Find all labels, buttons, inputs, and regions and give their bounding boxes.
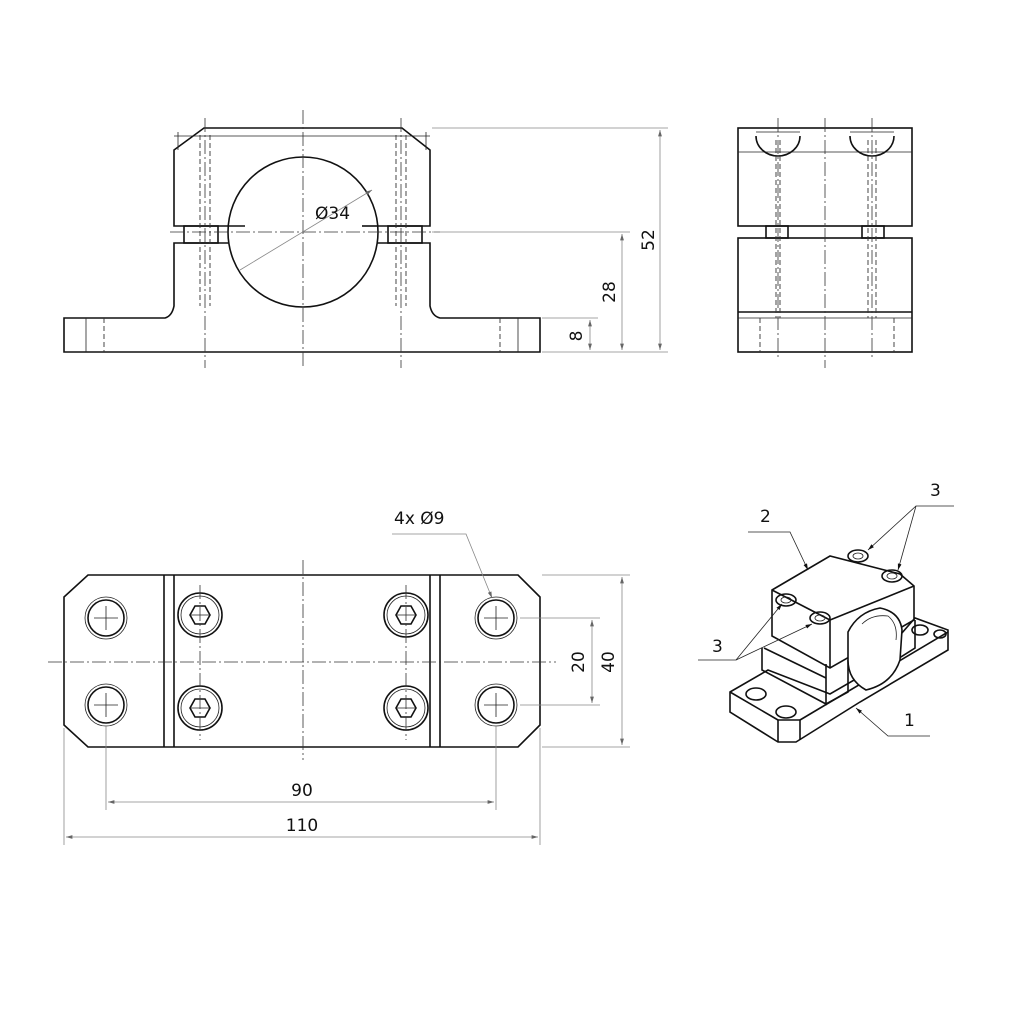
part-label-screw-upper: 3 <box>930 481 941 501</box>
base-length-label: 110 <box>286 816 318 836</box>
bore-diameter-label: Ø34 <box>315 204 350 224</box>
top-dimensions <box>63 533 630 845</box>
base-holes <box>84 596 518 727</box>
part-label-base: 1 <box>904 711 915 731</box>
base-width-label: 40 <box>599 651 619 673</box>
top-view <box>48 560 556 760</box>
part-label-cap: 2 <box>760 507 771 527</box>
front-dimensions <box>432 127 668 353</box>
overall-height-label: 52 <box>639 229 659 251</box>
isometric-view <box>729 549 949 743</box>
hole-row-spacing-label: 20 <box>569 651 589 673</box>
part-leaders <box>698 505 954 737</box>
hole-column-spacing-label: 90 <box>291 781 313 801</box>
hole-spec-label: 4x Ø9 <box>394 509 444 529</box>
part-label-screw-lower: 3 <box>712 637 723 657</box>
center-height-label: 28 <box>600 281 620 303</box>
front-view <box>63 110 541 368</box>
side-view <box>737 118 913 368</box>
base-thickness-label: 8 <box>567 331 587 342</box>
